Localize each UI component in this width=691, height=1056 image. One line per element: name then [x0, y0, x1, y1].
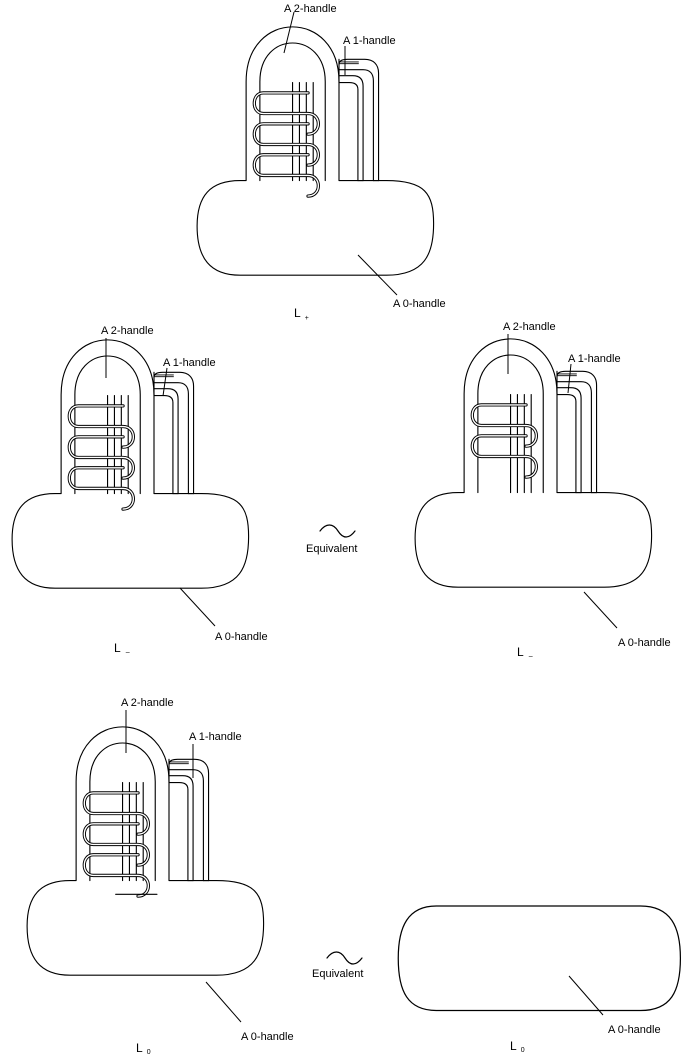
label-2-handle-top: A 2-handle — [284, 3, 337, 15]
leader-0-handle-mid-left — [179, 587, 216, 627]
label-0-handle-mid-right: A 0-handle — [618, 637, 671, 649]
label-0-handle-mid-left: A 0-handle — [215, 631, 268, 643]
diagram-l-plus — [196, 26, 435, 276]
tilde-icon — [319, 524, 356, 538]
caption-l-minus-right: L– — [517, 645, 533, 660]
leader-0-handle-bottom-left — [205, 981, 242, 1023]
diagram-l-zero-left — [26, 726, 265, 976]
caption-l-plus: L+ — [294, 306, 309, 322]
label-0-handle-bottom-right: A 0-handle — [608, 1024, 661, 1036]
leader-0-handle-top — [357, 254, 398, 296]
equivalence-label-bottom: Equivalent — [312, 968, 363, 980]
diagram-l-minus-right — [414, 338, 653, 588]
label-0-handle-bottom-left: A 0-handle — [241, 1031, 294, 1043]
label-2-handle-mid-right: A 2-handle — [503, 321, 556, 333]
label-2-handle-bottom-left: A 2-handle — [121, 697, 174, 709]
label-1-handle-top: A 1-handle — [343, 35, 396, 47]
label-1-handle-bottom-left: A 1-handle — [189, 731, 242, 743]
label-1-handle-mid-right: A 1-handle — [568, 353, 621, 365]
leader-1-handle-mid-right — [567, 363, 572, 394]
label-2-handle-mid-left: A 2-handle — [101, 325, 154, 337]
equivalence-label-middle: Equivalent — [306, 543, 357, 555]
tilde-icon-bottom — [326, 951, 363, 965]
label-0-handle-top: A 0-handle — [393, 298, 446, 310]
diagram-l-minus-left — [11, 339, 250, 589]
caption-l-minus-left: L– — [114, 641, 130, 656]
leader-0-handle-bottom-right — [568, 975, 604, 1016]
leader-1-handle-mid-left — [162, 367, 168, 397]
leader-0-handle-mid-right — [583, 591, 618, 629]
diagram-l-zero-right — [397, 905, 682, 1012]
leader-2-handle-top — [283, 11, 295, 54]
label-1-handle-mid-left: A 1-handle — [163, 357, 216, 369]
